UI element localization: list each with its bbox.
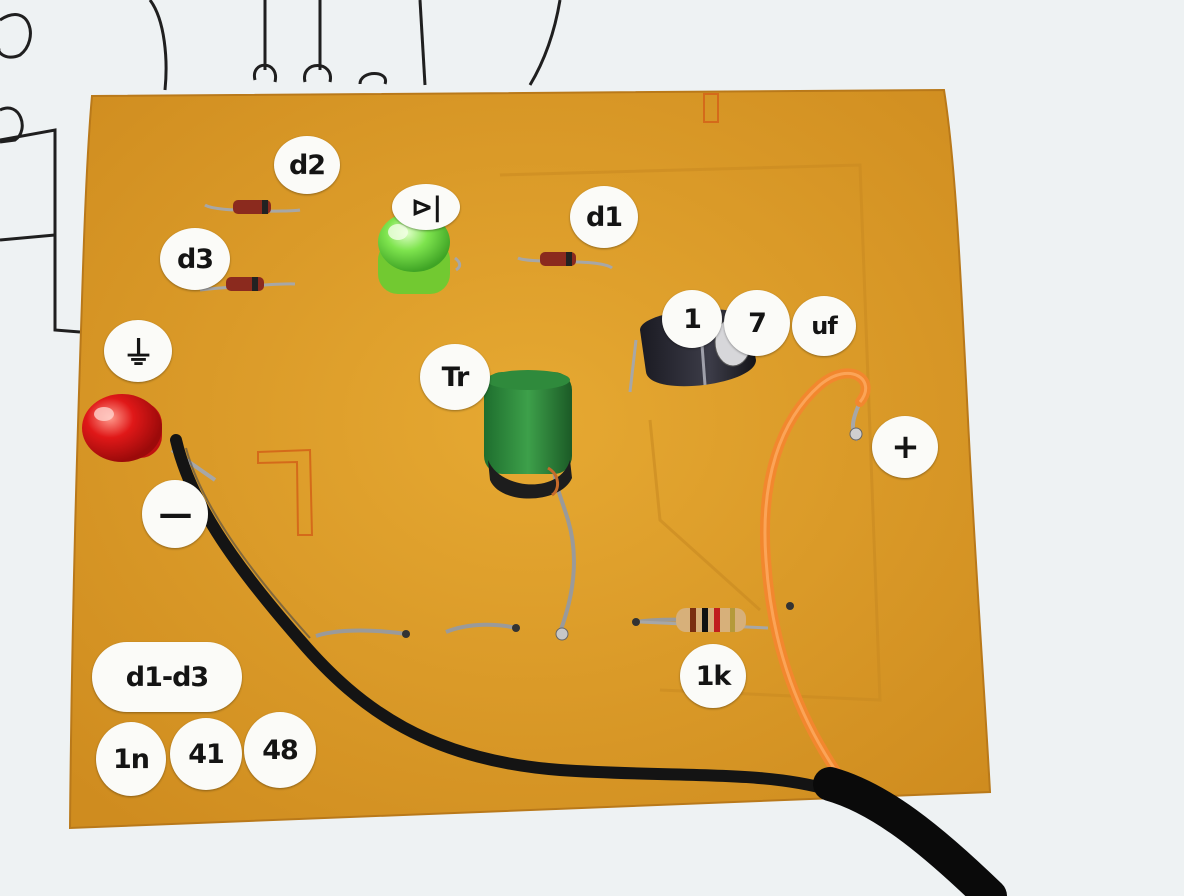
label-d2: d2 — [274, 136, 340, 194]
label-1n: 1n — [96, 722, 166, 796]
diode-symbol-icon: ⏚ — [122, 334, 154, 372]
label-48: 48 — [244, 712, 316, 788]
schematic-lines — [0, 0, 562, 334]
label-resistor: 1k — [680, 644, 746, 708]
label-minus: — — [142, 480, 208, 548]
diode-d3 — [199, 277, 296, 292]
label-d1-d3: d1-d3 — [92, 642, 242, 712]
label-transformer: Tr — [420, 344, 490, 410]
label-cap-7: 7 — [724, 290, 790, 356]
label-plus: + — [872, 416, 938, 478]
label-diode-symbol: ⏚ — [104, 320, 172, 382]
label-d1: d1 — [570, 186, 638, 248]
red-led — [82, 394, 217, 482]
label-cap-1: 1 — [662, 290, 722, 348]
label-cap-uf: uf — [792, 296, 856, 356]
diode-d2 — [204, 200, 301, 214]
coil-transformer — [484, 370, 572, 499]
label-green-led-symbol: ⊳| — [392, 184, 460, 230]
resistor-1k — [639, 608, 769, 632]
diode-d1 — [517, 252, 613, 270]
diode-symbol-icon: ⊳| — [410, 191, 443, 223]
label-d3: d3 — [160, 228, 230, 290]
label-41: 41 — [170, 718, 242, 790]
